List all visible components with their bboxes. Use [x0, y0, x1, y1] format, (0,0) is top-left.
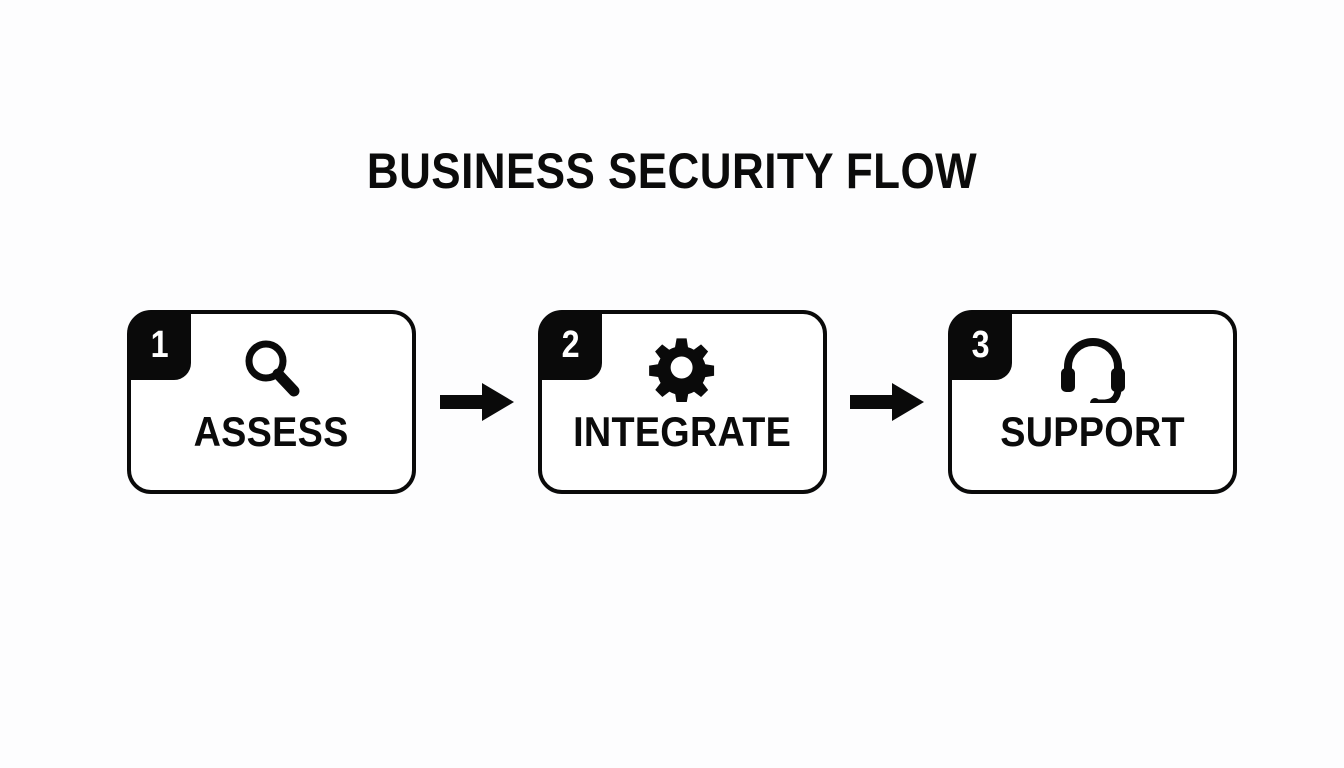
- step-number-badge: 2: [539, 312, 602, 380]
- step-card-body: INTEGRATE: [542, 314, 823, 490]
- magnifier-icon: [239, 336, 305, 402]
- step-number: 3: [972, 324, 990, 366]
- step-number-badge: 1: [129, 312, 191, 380]
- page-title: BUSINESS SECURITY FLOW: [366, 143, 978, 199]
- step-number-badge: 3: [950, 312, 1012, 380]
- gear-icon: [649, 336, 715, 402]
- flow-steps-row: ASSESS 1 INTEGRATE 2: [127, 310, 1237, 494]
- step-label: INTEGRATE: [572, 408, 792, 455]
- step-card-body: SUPPORT: [952, 314, 1233, 490]
- step-card-support[interactable]: SUPPORT 3: [948, 310, 1237, 494]
- step-card-body: ASSESS: [131, 314, 412, 490]
- headset-icon: [1057, 336, 1129, 403]
- step-label: SUPPORT: [1000, 408, 1185, 455]
- arrow-right-icon: [848, 380, 926, 424]
- step-number: 1: [151, 324, 169, 366]
- step-card-assess[interactable]: ASSESS 1: [127, 310, 416, 494]
- step-card-integrate[interactable]: INTEGRATE 2: [537, 310, 827, 494]
- arrow-right-icon: [438, 380, 516, 424]
- step-number: 2: [561, 324, 580, 366]
- step-label: ASSESS: [194, 408, 349, 455]
